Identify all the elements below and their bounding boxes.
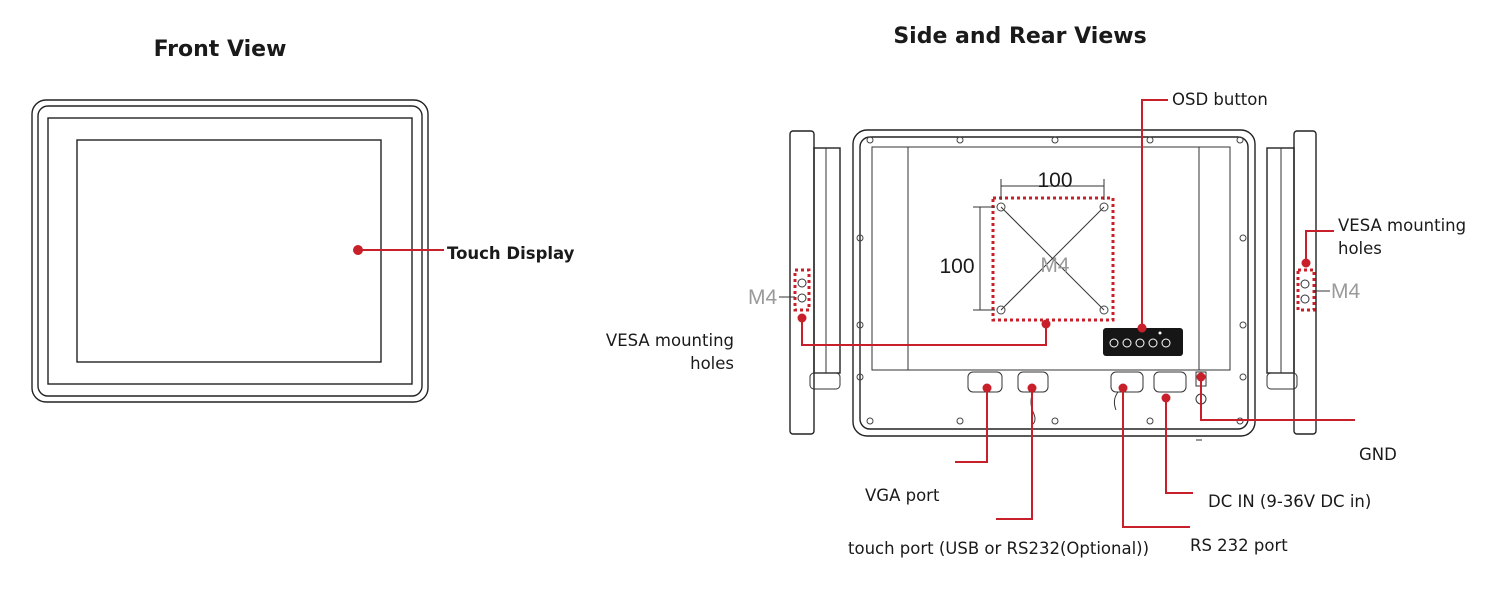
dimension-v-value: 100 bbox=[939, 255, 974, 278]
osd-led bbox=[1158, 331, 1162, 335]
vesa-highlight-box bbox=[991, 196, 1115, 322]
osd-btn-4 bbox=[1148, 338, 1158, 348]
right-vesa-highlight bbox=[1296, 268, 1316, 312]
gnd-callout-line bbox=[1200, 377, 1355, 421]
touch-port-label: touch port (USB or RS232(Optional)) bbox=[848, 539, 1149, 558]
gnd-label: GND bbox=[1359, 445, 1397, 464]
vesa-m4-label: M4 bbox=[1040, 254, 1069, 277]
osd-btn-5 bbox=[1161, 338, 1171, 348]
right-m4-label: M4 bbox=[1331, 280, 1360, 303]
callout-lines bbox=[797, 99, 1355, 528]
osd-btn-3 bbox=[1135, 338, 1145, 348]
osd-callout-line bbox=[1141, 99, 1168, 328]
left-side-connector bbox=[809, 372, 841, 390]
left-m4-label: M4 bbox=[748, 286, 777, 309]
touch-display-screen bbox=[76, 139, 382, 363]
osd-panel bbox=[1103, 328, 1183, 356]
vga-port-label: VGA port bbox=[865, 486, 940, 505]
dcin-callout-line bbox=[1165, 398, 1193, 494]
rs232-connector bbox=[1110, 371, 1144, 393]
osd-btn-1 bbox=[1109, 338, 1119, 348]
dimension-h-value: 100 bbox=[1037, 169, 1072, 192]
left-vesa-highlight bbox=[793, 268, 811, 312]
left-side-hole-bottom bbox=[797, 293, 807, 303]
touch-callout-line bbox=[996, 388, 1033, 520]
vesa-hole-tr bbox=[1099, 202, 1109, 212]
rear-panel-outer bbox=[852, 129, 1256, 437]
vesa-right-callout-line bbox=[1305, 230, 1334, 263]
vesa-left-callout-line bbox=[801, 318, 1047, 346]
left-side-bracket bbox=[813, 147, 841, 374]
touch-display-label: Touch Display bbox=[447, 244, 575, 263]
front-view-title: Front View bbox=[154, 37, 287, 62]
osd-btn-2 bbox=[1122, 338, 1132, 348]
dc-in-label: DC IN (9-36V DC in) bbox=[1208, 492, 1371, 511]
vesa-hole-br bbox=[1099, 305, 1109, 315]
vesa-hole-bl bbox=[996, 305, 1006, 315]
rs232-cap-chain bbox=[1113, 391, 1119, 411]
left-side-hole-top bbox=[797, 278, 807, 288]
rear-heatsink-area bbox=[871, 146, 1231, 371]
right-side-view: M4 bbox=[1266, 130, 1360, 435]
bottom-connectors bbox=[967, 371, 1207, 441]
rs232-callout-line bbox=[1122, 388, 1190, 528]
vesa-hole-tl bbox=[996, 202, 1006, 212]
rear-view: Side and Rear Views M4 bbox=[606, 24, 1466, 558]
front-view: Front View Touch Display bbox=[31, 37, 575, 403]
vesa-left-label-line2: holes bbox=[690, 354, 734, 373]
rear-panel: M4 100 100 bbox=[852, 129, 1256, 441]
vesa-right-label-line2: holes bbox=[1338, 239, 1382, 258]
vga-callout-line bbox=[955, 388, 988, 463]
left-side-view: M4 bbox=[748, 130, 841, 435]
dc-in-connector bbox=[1153, 371, 1187, 393]
rear-view-title: Side and Rear Views bbox=[893, 24, 1146, 49]
vesa-right-label-line1: VESA mounting bbox=[1338, 216, 1466, 235]
vesa-left-label-line1: VESA mounting bbox=[606, 331, 734, 350]
right-side-body bbox=[1293, 130, 1317, 435]
right-side-hole-top bbox=[1300, 279, 1310, 289]
osd-panel-body bbox=[1103, 328, 1183, 356]
right-side-hole-bottom bbox=[1300, 294, 1310, 304]
right-side-connector bbox=[1266, 372, 1298, 390]
vesa-diagonal-2 bbox=[1000, 206, 1105, 311]
osd-button-label: OSD button bbox=[1172, 90, 1268, 109]
rs232-port-label: RS 232 port bbox=[1190, 536, 1288, 555]
vesa-pattern: M4 100 100 bbox=[939, 169, 1115, 322]
